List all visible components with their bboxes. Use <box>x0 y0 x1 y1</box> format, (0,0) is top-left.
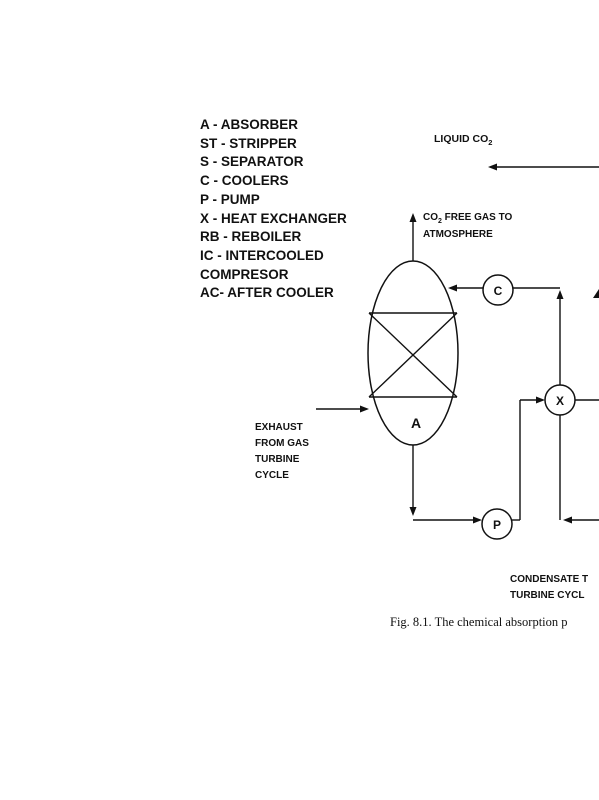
riser-to-exchanger-arrowhead <box>536 396 545 404</box>
legend-item-intercooled: IC - INTERCOOLED <box>200 247 324 263</box>
cooler-to-absorber-arrowhead <box>448 284 457 292</box>
exchanger-up-arrowhead <box>556 290 564 299</box>
condensate-label-line1: CONDENSATE T <box>510 574 588 585</box>
edge-arrowhead-cropped <box>593 289 599 298</box>
absorber-unit-label: A <box>411 415 421 431</box>
exhaust-inlet-arrowhead <box>360 405 369 413</box>
pump-unit-label: P <box>493 518 501 532</box>
cooler-unit <box>482 274 514 306</box>
packing-diagonal-2 <box>368 312 458 398</box>
legend-list: A - ABSORBER ST - STRIPPER S - SEPARATOR… <box>200 116 347 303</box>
co2-free-gas-label: CO2 FREE GAS TO <box>423 212 513 225</box>
legend-item-stripper: ST - STRIPPER <box>200 135 297 151</box>
return-arrowhead <box>563 516 572 524</box>
condensate-label-line2: TURBINE CYCL <box>510 590 584 601</box>
legend-item-after-cooler: AC- AFTER COOLER <box>200 285 334 301</box>
pump-unit <box>481 508 513 540</box>
legend-item-heat-exchanger: X - HEAT EXCHANGER <box>200 210 347 226</box>
liquid-co2-label: LIQUID CO2 <box>434 133 492 147</box>
heat-exchanger-unit-label: X <box>556 394 564 408</box>
liquid-co2-arrowhead <box>488 163 497 171</box>
exhaust-label-line1: EXHAUST <box>255 422 303 433</box>
legend-item-pump: P - PUMP <box>200 191 260 207</box>
figure-caption: Fig. 8.1. The chemical absorption p <box>390 615 568 629</box>
vent-arrowhead <box>409 213 417 222</box>
legend-item-compresor: COMPRESOR <box>200 266 289 282</box>
exhaust-label-line4: CYCLE <box>255 470 289 481</box>
legend-item-separator: S - SEPARATOR <box>200 154 304 170</box>
to-pump-arrowhead <box>473 516 482 524</box>
legend-item-coolers: C - COOLERS <box>200 173 289 189</box>
legend-item-absorber: A - ABSORBER <box>200 117 299 132</box>
legend-item-reboiler: RB - REBOILER <box>200 229 302 245</box>
exhaust-label-line2: FROM GAS <box>255 438 309 449</box>
absorber-bottom-arrowhead <box>409 507 417 516</box>
atmosphere-label: ATMOSPHERE <box>423 229 493 240</box>
exhaust-label-line3: TURBINE <box>255 454 300 465</box>
cooler-unit-label: C <box>494 284 503 298</box>
